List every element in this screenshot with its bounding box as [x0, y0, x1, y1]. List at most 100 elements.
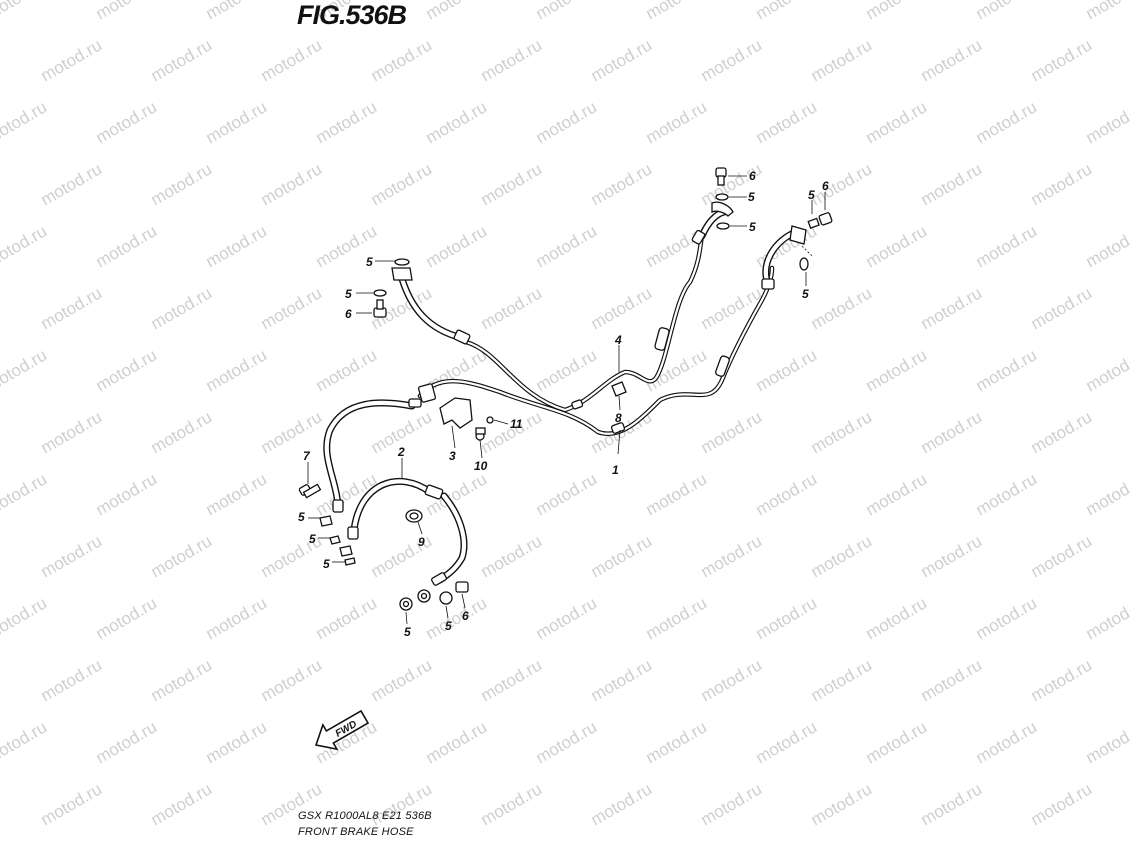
watermark-text: motod.ru: [0, 345, 50, 395]
watermark-text: motod.ru: [1028, 655, 1096, 705]
watermark-text: motod.ru: [753, 345, 821, 395]
watermark-text: motod.ru: [203, 717, 271, 767]
watermark-text: motod.ru: [1028, 531, 1096, 581]
watermark-text: motod.ru: [753, 717, 821, 767]
watermark-text: motod.ru: [753, 97, 821, 147]
figure-title: FIG.536B: [297, 0, 406, 31]
watermark-text: motod.ru: [753, 593, 821, 643]
watermark-text: motod.ru: [918, 531, 986, 581]
watermark-text: motod.ru: [38, 779, 106, 829]
watermark-text: motod.ru: [0, 717, 50, 767]
watermark-text: motod.ru: [533, 345, 601, 395]
watermark-text: motod.ru: [698, 159, 766, 209]
watermark-text: motod.ru: [203, 0, 271, 23]
watermark-text: motod.ru: [93, 469, 161, 519]
watermark-text: motod.ru: [918, 35, 986, 85]
watermark-text: motod.ru: [533, 469, 601, 519]
callout-5e: 5: [366, 255, 373, 269]
watermark-text: motod.ru: [1083, 97, 1130, 147]
watermark-text: motod.ru: [368, 531, 436, 581]
watermark-text: motod.ru: [0, 0, 50, 23]
watermark-text: motod.ru: [918, 159, 986, 209]
callout-6a: 6: [749, 169, 756, 183]
watermark-text: motod.ru: [918, 779, 986, 829]
watermark-text: motod.ru: [588, 35, 656, 85]
watermark-text: motod.ru: [423, 221, 491, 271]
watermark-text: motod.ru: [478, 159, 546, 209]
watermark-text: motod.ru: [588, 655, 656, 705]
watermark-text: motod.ru: [93, 0, 161, 23]
watermark-text: motod.ru: [478, 655, 546, 705]
watermark-text: motod.ru: [863, 469, 931, 519]
watermark-text: motod.ru: [863, 97, 931, 147]
watermark-text: motod.ru: [93, 593, 161, 643]
callout-4: 4: [614, 333, 622, 347]
watermark-text: motod.ru: [368, 655, 436, 705]
watermark-text: motod.ru: [313, 345, 381, 395]
watermark-text: motod.ru: [1083, 469, 1130, 519]
watermark-text: motod.ru: [533, 221, 601, 271]
watermark-text: motod.ru: [753, 0, 821, 23]
watermark-text: motod.ru: [478, 779, 546, 829]
watermark-text: motod.ru: [38, 35, 106, 85]
footer-part-name: FRONT BRAKE HOSE: [298, 826, 414, 838]
watermark-text: motod.ru: [423, 97, 491, 147]
callout-5i: 5: [323, 557, 330, 571]
watermark-text: motod.ru: [1083, 345, 1130, 395]
watermark-text: motod.ru: [588, 159, 656, 209]
watermark-text: motod.ru: [203, 469, 271, 519]
callout-3: 3: [449, 449, 456, 463]
watermark-text: motod.ru: [808, 407, 876, 457]
footer-model-code: GSX R1000AL8 E21 536B: [298, 810, 432, 822]
watermark-text: motod.ru: [643, 345, 711, 395]
watermark-text: motod.ru: [368, 35, 436, 85]
watermark-text: motod.ru: [588, 283, 656, 333]
watermark-text: motod.ru: [38, 283, 106, 333]
watermark-text: motod.ru: [918, 283, 986, 333]
watermark-text: motod.ru: [423, 593, 491, 643]
watermark-text: motod.ru: [258, 283, 326, 333]
watermark-text: motod.ru: [808, 159, 876, 209]
watermark-text: motod.ru: [1083, 0, 1130, 23]
watermark-text: motod.ru: [258, 655, 326, 705]
watermark-text: motod.ru: [753, 221, 821, 271]
watermark-text: motod.ru: [808, 655, 876, 705]
watermark-text: motod.ru: [93, 717, 161, 767]
watermark-text: motod.ru: [478, 35, 546, 85]
watermark-text: motod.ru: [1028, 779, 1096, 829]
clamp-9: [406, 510, 422, 534]
watermark-text: motod.ru: [533, 593, 601, 643]
callout-6c: 6: [345, 307, 352, 321]
watermark-text: motod.ru: [148, 407, 216, 457]
callout-7: 7: [303, 449, 311, 463]
watermark-text: motod.ru: [918, 407, 986, 457]
callout-5d: 5: [802, 287, 809, 301]
watermark-text: motod.ru: [203, 221, 271, 271]
watermark-text: motod.ru: [533, 97, 601, 147]
watermark-text: motod.ru: [643, 469, 711, 519]
watermark-text: motod.ru: [0, 469, 50, 519]
callout-5a: 5: [748, 190, 755, 204]
callout-2: 2: [397, 445, 405, 459]
watermark-text: motod.ru: [918, 655, 986, 705]
watermark-text: motod.ru: [973, 717, 1041, 767]
watermark-text: motod.ru: [1028, 407, 1096, 457]
watermark-text: motod.ru: [863, 717, 931, 767]
watermark-text: motod.ru: [258, 35, 326, 85]
watermark-text: motod.ru: [313, 97, 381, 147]
watermark-text: motod.ru: [588, 531, 656, 581]
watermark-text: motod.ru: [368, 159, 436, 209]
watermark-text: motod.ru: [478, 407, 546, 457]
watermark-text: motod.ru: [698, 779, 766, 829]
callout-5k: 5: [445, 619, 452, 633]
watermark-text: motod.ru: [643, 0, 711, 23]
watermark-text: motod.ru: [533, 717, 601, 767]
watermark-text: motod.ru: [93, 345, 161, 395]
watermark-text: motod.ru: [38, 407, 106, 457]
watermark-text: motod.ru: [148, 779, 216, 829]
watermark-text: motod.ru: [148, 283, 216, 333]
callout-9: 9: [418, 535, 425, 549]
watermark-text: motod.ru: [1028, 35, 1096, 85]
watermark-text: motod.ru: [973, 0, 1041, 23]
watermark-text: motod.ru: [203, 345, 271, 395]
